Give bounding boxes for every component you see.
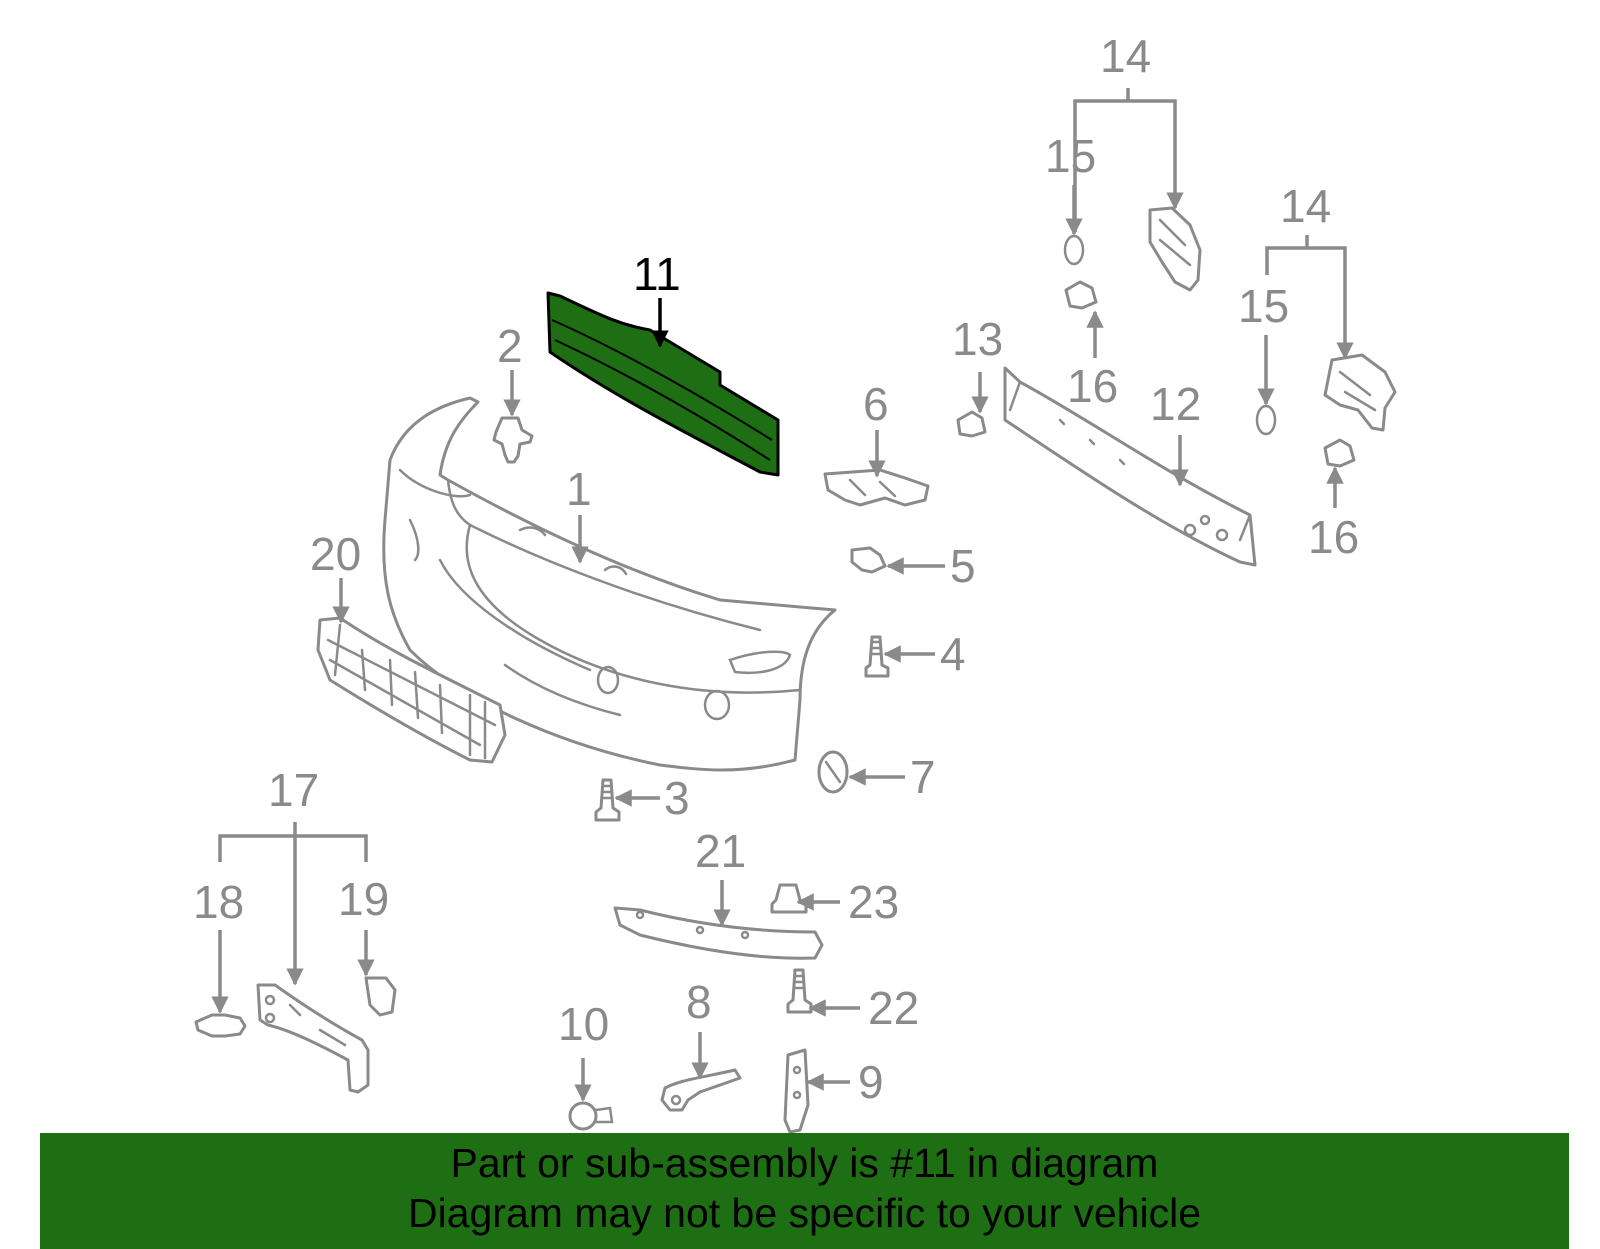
callout-22: 22 <box>868 982 919 1034</box>
callout-12: 12 <box>1150 378 1201 430</box>
bracket-part-14-lower <box>1323 353 1397 432</box>
callout-7: 7 <box>910 751 936 803</box>
callout-14-lower: 14 <box>1280 180 1331 232</box>
callout-11: 11 <box>633 248 681 300</box>
bumper-cover-part <box>382 396 837 772</box>
callout-20: 20 <box>310 528 361 580</box>
push-clip-part-2 <box>492 416 534 464</box>
bracket-part-6 <box>823 468 930 507</box>
bracket-part-17 <box>256 983 370 1094</box>
callout-16-upper: 16 <box>1067 360 1118 412</box>
bracket-part-8 <box>660 1068 742 1112</box>
clip-part-10 <box>568 1101 614 1131</box>
bolt-part-4 <box>864 635 890 678</box>
leader-lines <box>211 88 1354 1102</box>
callout-18: 18 <box>193 876 244 928</box>
ring-part-15-upper <box>1063 234 1085 266</box>
callout-3: 3 <box>664 772 690 824</box>
clip-part-5 <box>850 546 887 574</box>
callout-4: 4 <box>940 628 966 680</box>
bolt-part-18 <box>194 1013 247 1038</box>
callout-labels: 11 2 1 20 6 5 4 7 3 13 12 14 15 16 14 15… <box>193 30 1359 1108</box>
callout-15-lower: 15 <box>1238 280 1289 332</box>
bracket-part-14-upper <box>1148 206 1202 292</box>
callout-2: 2 <box>497 320 523 372</box>
callout-5: 5 <box>950 540 976 592</box>
bracket-part-9 <box>783 1048 810 1134</box>
callout-15-upper: 15 <box>1045 130 1096 182</box>
bolt-part-3 <box>594 778 621 822</box>
info-banner: Part or sub-assembly is #11 in diagram D… <box>40 1133 1569 1249</box>
bracket-part-21 <box>613 906 824 960</box>
callout-14-upper: 14 <box>1100 30 1151 82</box>
callout-23: 23 <box>848 876 899 928</box>
retainer-part-13 <box>956 410 987 438</box>
callout-6: 6 <box>863 378 889 430</box>
callout-13: 13 <box>952 313 1003 365</box>
banner-line-2: Diagram may not be specific to your vehi… <box>407 1190 1201 1236</box>
callout-21: 21 <box>695 825 746 877</box>
banner-line-1: Part or sub-assembly is #11 in diagram <box>450 1140 1159 1186</box>
clip-part-19 <box>364 976 397 1017</box>
reinforcement-part-12 <box>1003 366 1257 567</box>
callout-9: 9 <box>858 1056 884 1108</box>
ring-part-15-lower <box>1255 404 1277 436</box>
callout-8: 8 <box>686 976 712 1028</box>
retainer-part-16-lower <box>1323 438 1356 468</box>
callout-17: 17 <box>268 764 319 816</box>
callout-16-lower: 16 <box>1308 511 1359 563</box>
nut-part-23 <box>770 883 808 914</box>
callout-19: 19 <box>338 873 389 925</box>
callout-1: 1 <box>566 463 592 515</box>
callout-10: 10 <box>558 998 609 1050</box>
lower-grille-part-20 <box>316 616 507 764</box>
energy-absorber-part-11 <box>546 291 780 477</box>
retainer-part-16-upper <box>1064 280 1098 310</box>
cap-part-7 <box>817 750 849 794</box>
bolt-part-22 <box>786 968 813 1014</box>
